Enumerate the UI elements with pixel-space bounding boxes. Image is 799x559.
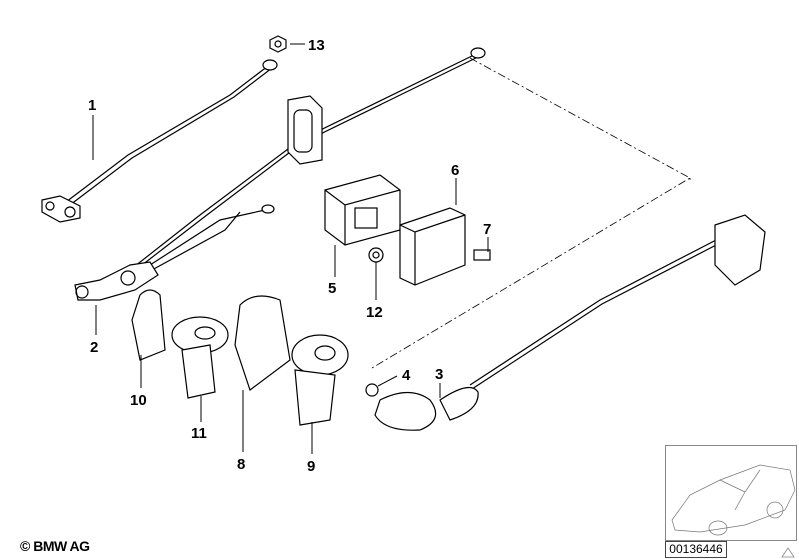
part-9-cap[interactable]: [291, 334, 349, 426]
callout-2: 2: [90, 339, 98, 356]
part-7-clip[interactable]: [473, 249, 491, 261]
part-12-grommet[interactable]: [368, 247, 384, 263]
callout-11: 11: [191, 425, 207, 442]
copyright: © BMW AG: [20, 538, 90, 554]
callout-8: 8: [237, 456, 245, 473]
vehicle-thumbnail: [665, 445, 797, 541]
part-10-cover[interactable]: [131, 289, 166, 361]
callout-1: 1: [88, 97, 96, 114]
part-1-battery-cable[interactable]: [41, 59, 278, 223]
callout-10: 10: [130, 392, 147, 409]
assembly-outline: [371, 57, 691, 369]
leader-lines: [92, 43, 489, 454]
callout-6: 6: [451, 162, 459, 179]
car-outline-icon: [671, 464, 796, 536]
part-13-nut[interactable]: [269, 35, 287, 53]
part-6-control-unit[interactable]: [399, 207, 466, 286]
callout-13: 13: [308, 37, 325, 54]
warning-triangle-icon: [781, 547, 795, 558]
part-4-nut[interactable]: [365, 383, 379, 397]
callout-7: 7: [483, 221, 491, 238]
part-3-cable[interactable]: [374, 214, 766, 431]
callout-9: 9: [307, 458, 315, 475]
grommet[interactable]: [287, 95, 323, 165]
callout-12: 12: [366, 304, 383, 321]
part-5-bracket[interactable]: [324, 174, 401, 246]
part-2-harness[interactable]: [74, 204, 275, 301]
callout-3: 3: [435, 366, 443, 383]
part-8-cover[interactable]: [234, 295, 291, 391]
cable-main[interactable]: [129, 47, 486, 273]
part-11-cap[interactable]: [171, 316, 229, 399]
callout-4: 4: [402, 367, 411, 384]
diagram-number: 00136446: [665, 541, 727, 558]
callout-5: 5: [328, 280, 336, 297]
